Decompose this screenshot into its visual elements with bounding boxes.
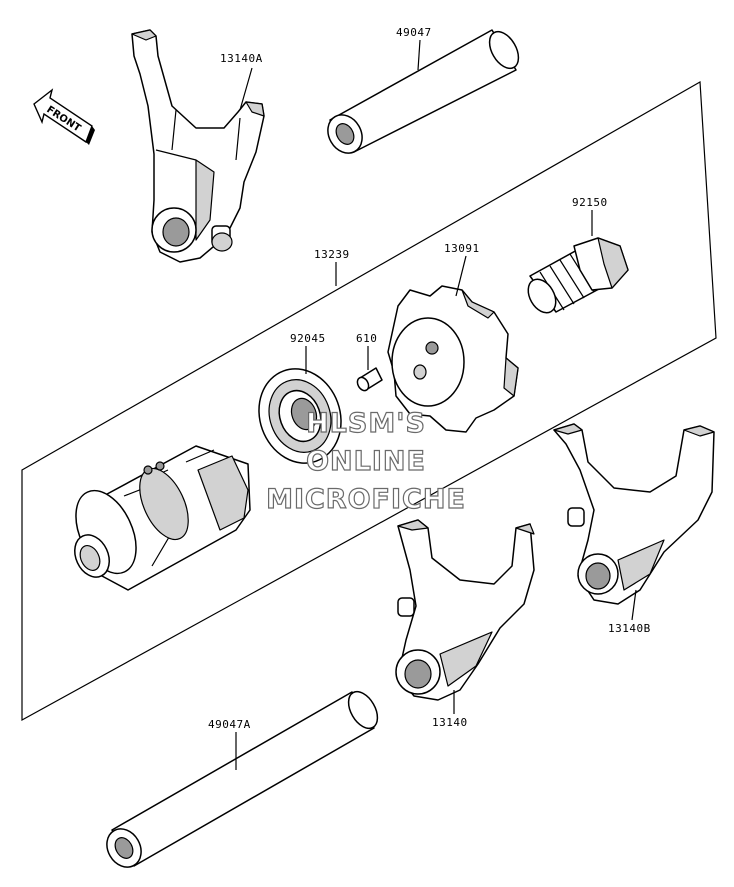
label-13239: 13239: [314, 248, 350, 261]
label-13140a: 13140A: [220, 52, 263, 65]
shift-fork-13140a[interactable]: [131, 29, 265, 263]
label-13140: 13140: [432, 716, 468, 729]
shift-drum-13239[interactable]: [64, 445, 251, 591]
label-13140b: 13140B: [608, 622, 651, 635]
shaft-49047[interactable]: [321, 27, 524, 160]
label-49047: 49047: [396, 26, 432, 39]
watermark-line2: ONLINE: [306, 446, 426, 477]
watermark-line1: HLSM'S: [306, 408, 426, 439]
watermark-line3: MICROFICHE: [266, 484, 466, 515]
label-92150: 92150: [572, 196, 608, 209]
pin-610[interactable]: [355, 367, 383, 393]
shaft-49047a[interactable]: [100, 687, 383, 874]
label-13091: 13091: [444, 242, 480, 255]
bearing-92045[interactable]: [246, 357, 354, 475]
watermark: HLSM'S ONLINE MICROFICHE: [265, 407, 466, 515]
label-49047a: 49047A: [208, 718, 251, 731]
label-92045: 92045: [290, 332, 326, 345]
shift-drum-plate-13091[interactable]: [387, 285, 519, 433]
leader-lines: [235, 39, 637, 770]
shift-fork-13140b[interactable]: [553, 423, 715, 605]
front-arrow-icon: FRONT: [33, 88, 95, 145]
bolt-92150[interactable]: [523, 237, 629, 318]
assembly-boundary: [21, 81, 717, 722]
label-610: 610: [356, 332, 377, 345]
shift-fork-13140[interactable]: [395, 519, 535, 701]
